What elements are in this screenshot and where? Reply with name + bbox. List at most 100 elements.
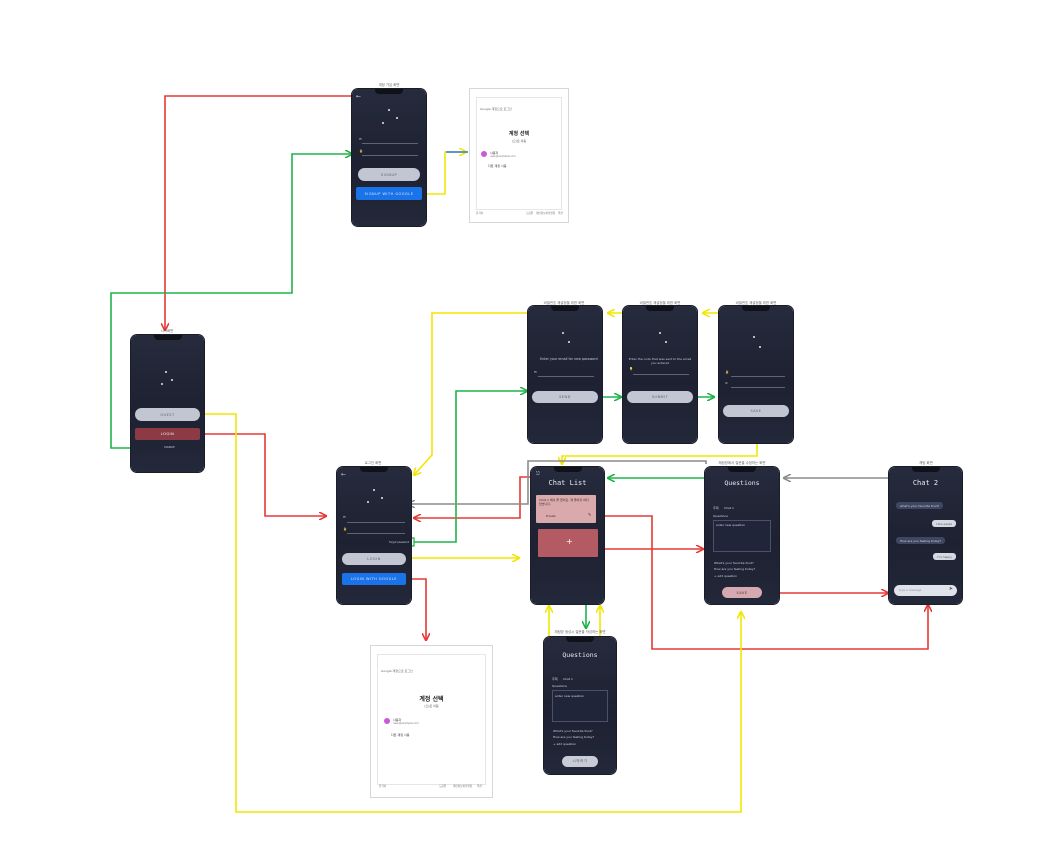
confirm-password-field[interactable]: [731, 387, 785, 388]
lock-icon: 🔒: [725, 370, 730, 374]
add-question-link[interactable]: + add question: [553, 742, 577, 746]
email-field[interactable]: [538, 376, 594, 377]
google-other-account[interactable]: 다른 계정 사용: [391, 733, 410, 737]
start-button[interactable]: 시작하기: [562, 756, 598, 767]
send-icon[interactable]: ➤: [948, 586, 953, 592]
topic-label: 주제: [713, 506, 719, 510]
arrow-add-to-chat: [600, 548, 928, 650]
phone-notch: [742, 306, 770, 311]
submit-button[interactable]: SUBMIT: [627, 391, 693, 403]
star-icon: [373, 489, 375, 491]
login-button[interactable]: LOGIN: [342, 553, 406, 565]
arrow-start-signup-to-signup: [110, 154, 352, 449]
email-field[interactable]: [362, 143, 418, 144]
star-icon: [753, 336, 755, 338]
star-icon: [388, 109, 390, 111]
guest-button[interactable]: GUEST: [135, 408, 200, 421]
mail-icon: ✉: [359, 137, 362, 141]
google-footer-lang[interactable]: 한국어: [476, 212, 484, 215]
save-button[interactable]: SAVE: [723, 405, 789, 417]
phone-notch: [153, 335, 182, 340]
google-footer-lang[interactable]: 한국어: [379, 785, 387, 788]
avatar: [481, 151, 487, 157]
reset-caption: 비밀번호 재설정을 위한 화면: [735, 301, 777, 305]
edit-icon[interactable]: ✎: [588, 512, 592, 517]
star-icon: [165, 371, 167, 373]
login-button[interactable]: LOGIN: [135, 428, 200, 440]
google-account-email: user@example.com: [393, 722, 419, 725]
chat-card-text: Chat 1 에서 줄 없어요. 제 줄어지 하지 않습니다.: [539, 498, 589, 507]
save-button[interactable]: SAVE: [722, 587, 762, 598]
google-footer-link[interactable]: 약관: [477, 785, 482, 788]
google-footer-link[interactable]: 도움말: [439, 785, 447, 788]
lightbulb-icon: 💡: [629, 367, 634, 371]
chat-message-sent: I'm happy: [933, 553, 956, 560]
forgot-password-link[interactable]: forgot password: [389, 541, 410, 544]
question-item[interactable]: What's your favorite food?: [714, 561, 754, 565]
google-card-inner: [377, 654, 486, 785]
back-arrow-icon[interactable]: ←: [341, 471, 347, 478]
google-subtitle: (으)로 이동: [424, 704, 439, 708]
question-input[interactable]: [552, 690, 608, 722]
add-icon: +: [566, 537, 573, 546]
find-password-prompt: Enter your email for new password: [540, 357, 598, 361]
questions-new-screen: Questions 주제 Chat 1 Questions enter new …: [544, 637, 616, 774]
arrow-chat-list-back-to-login: [414, 476, 540, 518]
back-arrow-icon[interactable]: ←: [356, 93, 362, 100]
chat-card[interactable]: Chat 1 에서 줄 없어요. 제 줄어지 하지 않습니다. Private …: [536, 495, 596, 523]
question-item[interactable]: How are you feeling today?: [553, 735, 595, 739]
star-icon: [568, 341, 570, 343]
new-password-field[interactable]: [731, 376, 785, 377]
arrow-guest-to-chat: [202, 413, 741, 813]
send-button[interactable]: SEND: [532, 391, 598, 403]
chat-screen: Chat 2 what's your favorite food? I like…: [889, 467, 962, 604]
google-subtitle: (으)로 이동: [511, 139, 527, 143]
question-input-text: enter new question: [555, 694, 585, 698]
chat-list-screen: ⎋ Chat List Chat 1 에서 줄 없어요. 제 줄어지 하지 않습…: [531, 467, 604, 604]
star-icon: [659, 332, 661, 334]
google-footer-link[interactable]: 개인정보처리방침: [453, 785, 473, 788]
password-field[interactable]: [347, 533, 405, 534]
password-field[interactable]: [362, 155, 418, 156]
google-other-account[interactable]: 다른 계정 사용: [488, 164, 507, 168]
google-account-name[interactable]: 사용자: [393, 718, 402, 722]
code-field[interactable]: [633, 374, 689, 375]
question-item[interactable]: How are you feeling today?: [714, 567, 756, 571]
chat-message-received: what's your favorite food?: [896, 502, 944, 509]
signup-google-button[interactable]: SIGNUP WITH GOOGLE: [356, 187, 422, 200]
star-icon: [665, 341, 667, 343]
reset-screen: 🔒 ⊘ SAVE: [719, 306, 793, 443]
question-item[interactable]: What's your favorite food?: [553, 729, 593, 733]
phone-notch: [551, 306, 579, 311]
star-icon: [759, 346, 761, 348]
google-header: Google 계정으로 로그인: [480, 107, 512, 111]
google-account-name[interactable]: 사용자: [490, 151, 499, 155]
google-header: Google 계정으로 로그인: [381, 669, 413, 673]
arrow-forgot-to-find-password: [414, 391, 527, 543]
email-field[interactable]: [347, 522, 405, 523]
login-caption: 로그인 화면: [364, 461, 382, 465]
google-footer-link[interactable]: 약관: [558, 212, 563, 215]
mail-icon: ✉: [534, 370, 537, 374]
login-google-button[interactable]: LOGIN WITH GOOGLE: [342, 573, 406, 585]
questions-label: Questions: [552, 684, 567, 688]
find-password-caption: 비밀번호 재설정을 위한 화면: [543, 301, 585, 305]
question-input[interactable]: [713, 520, 771, 552]
add-chat-card[interactable]: +: [538, 529, 598, 557]
star-icon: [382, 122, 384, 124]
google-footer-link[interactable]: 도움말: [526, 212, 534, 215]
arrow-questions-to-login-gray: [408, 460, 707, 504]
check-icon: ⊘: [725, 381, 728, 385]
chat-caption: 채팅 화면: [919, 461, 933, 465]
logout-icon[interactable]: ⎋: [536, 471, 540, 477]
google-footer-link[interactable]: 개인정보처리방침: [536, 212, 556, 215]
signup-button[interactable]: SIGNUP: [358, 168, 420, 181]
signup-link[interactable]: SIGNUP: [164, 445, 175, 449]
avatar: [384, 718, 390, 724]
questions-edit-screen: Questions 주제 Chat 1 Questions enter new …: [705, 467, 779, 604]
add-question-link[interactable]: + add question: [714, 574, 738, 578]
star-icon: [562, 332, 564, 334]
message-input[interactable]: type a message ➤: [894, 585, 957, 596]
topic-value: Chat 1: [563, 677, 573, 681]
google-card-inner: [476, 97, 562, 210]
